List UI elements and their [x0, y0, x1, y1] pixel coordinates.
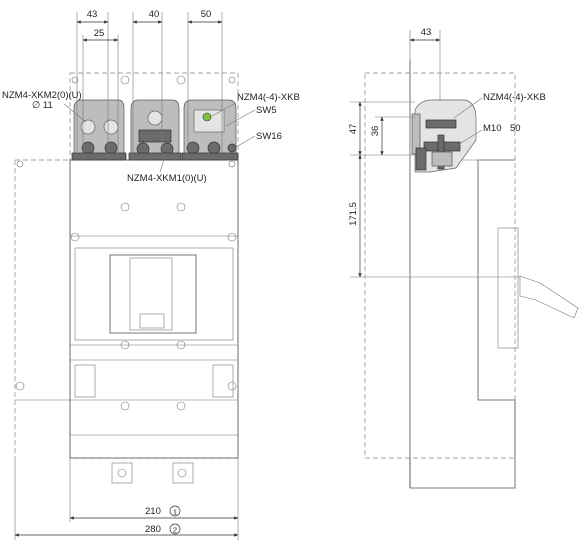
handle-lock — [139, 313, 165, 329]
right-slot — [212, 364, 234, 398]
label-diameter: ∅ 11 — [32, 100, 53, 111]
label-xkm2: NZM4-XKM2(0)(U) — [2, 90, 82, 101]
handle-window — [109, 254, 197, 334]
dim-25: 25 — [94, 28, 105, 39]
leader-xkb — [211, 102, 237, 117]
screw-icons — [15, 75, 237, 478]
side-label-m10: M10 — [483, 123, 501, 134]
foot-right — [172, 462, 194, 484]
front-view: 43 25 40 50 NZM4-XKM2(0)(U) ∅ 11 NZM4(-4… — [2, 9, 300, 540]
leader-xkm2 — [63, 103, 87, 123]
dim-43: 43 — [87, 9, 98, 20]
side-dim-47: 47 — [348, 124, 359, 135]
side-dim-43: 43 — [421, 27, 432, 38]
side-terminal — [411, 99, 477, 173]
marker-1: 1 — [173, 508, 177, 517]
side-view: 43 47 36 171.5 NZM4(-4)-XKB M10 50 — [348, 27, 579, 489]
label-xkm1: NZM4-XKM1(0)(U) — [127, 173, 207, 184]
side-lever — [519, 275, 579, 319]
label-sw5: SW5 — [256, 105, 277, 116]
side-leader-xkb — [453, 97, 483, 119]
side-lever-housing — [497, 227, 519, 349]
leader-xkm1 — [159, 152, 167, 173]
side-dim-36: 36 — [370, 126, 381, 137]
side-dim-171-5: 171.5 — [348, 202, 359, 226]
side-label-50: 50 — [510, 123, 521, 134]
side-label-xkb: NZM4(-4)-XKB — [483, 92, 546, 103]
marker-1-circle — [169, 505, 181, 517]
marker-2-circle — [169, 523, 181, 535]
terminal-block-middle — [128, 99, 182, 161]
leader-sw5 — [225, 109, 256, 127]
marker-2: 2 — [173, 526, 177, 535]
leader-sw16 — [235, 135, 256, 148]
foot-left — [111, 462, 133, 484]
dim-40: 40 — [149, 9, 160, 20]
side-leader-m10 — [455, 129, 483, 147]
label-sw16: SW16 — [256, 131, 282, 142]
top-extension-lines — [76, 12, 223, 158]
front-panel — [74, 247, 234, 341]
label-xkb: NZM4(-4)-XKB — [237, 92, 300, 103]
terminal-block-right — [181, 99, 239, 161]
dim-280: 280 — [145, 524, 161, 535]
dim-210: 210 — [145, 506, 161, 517]
dim-50: 50 — [201, 9, 212, 20]
breaker-body — [69, 159, 239, 459]
handle-inner — [129, 257, 173, 331]
left-slot — [74, 364, 96, 398]
side-body-outline — [409, 159, 516, 489]
